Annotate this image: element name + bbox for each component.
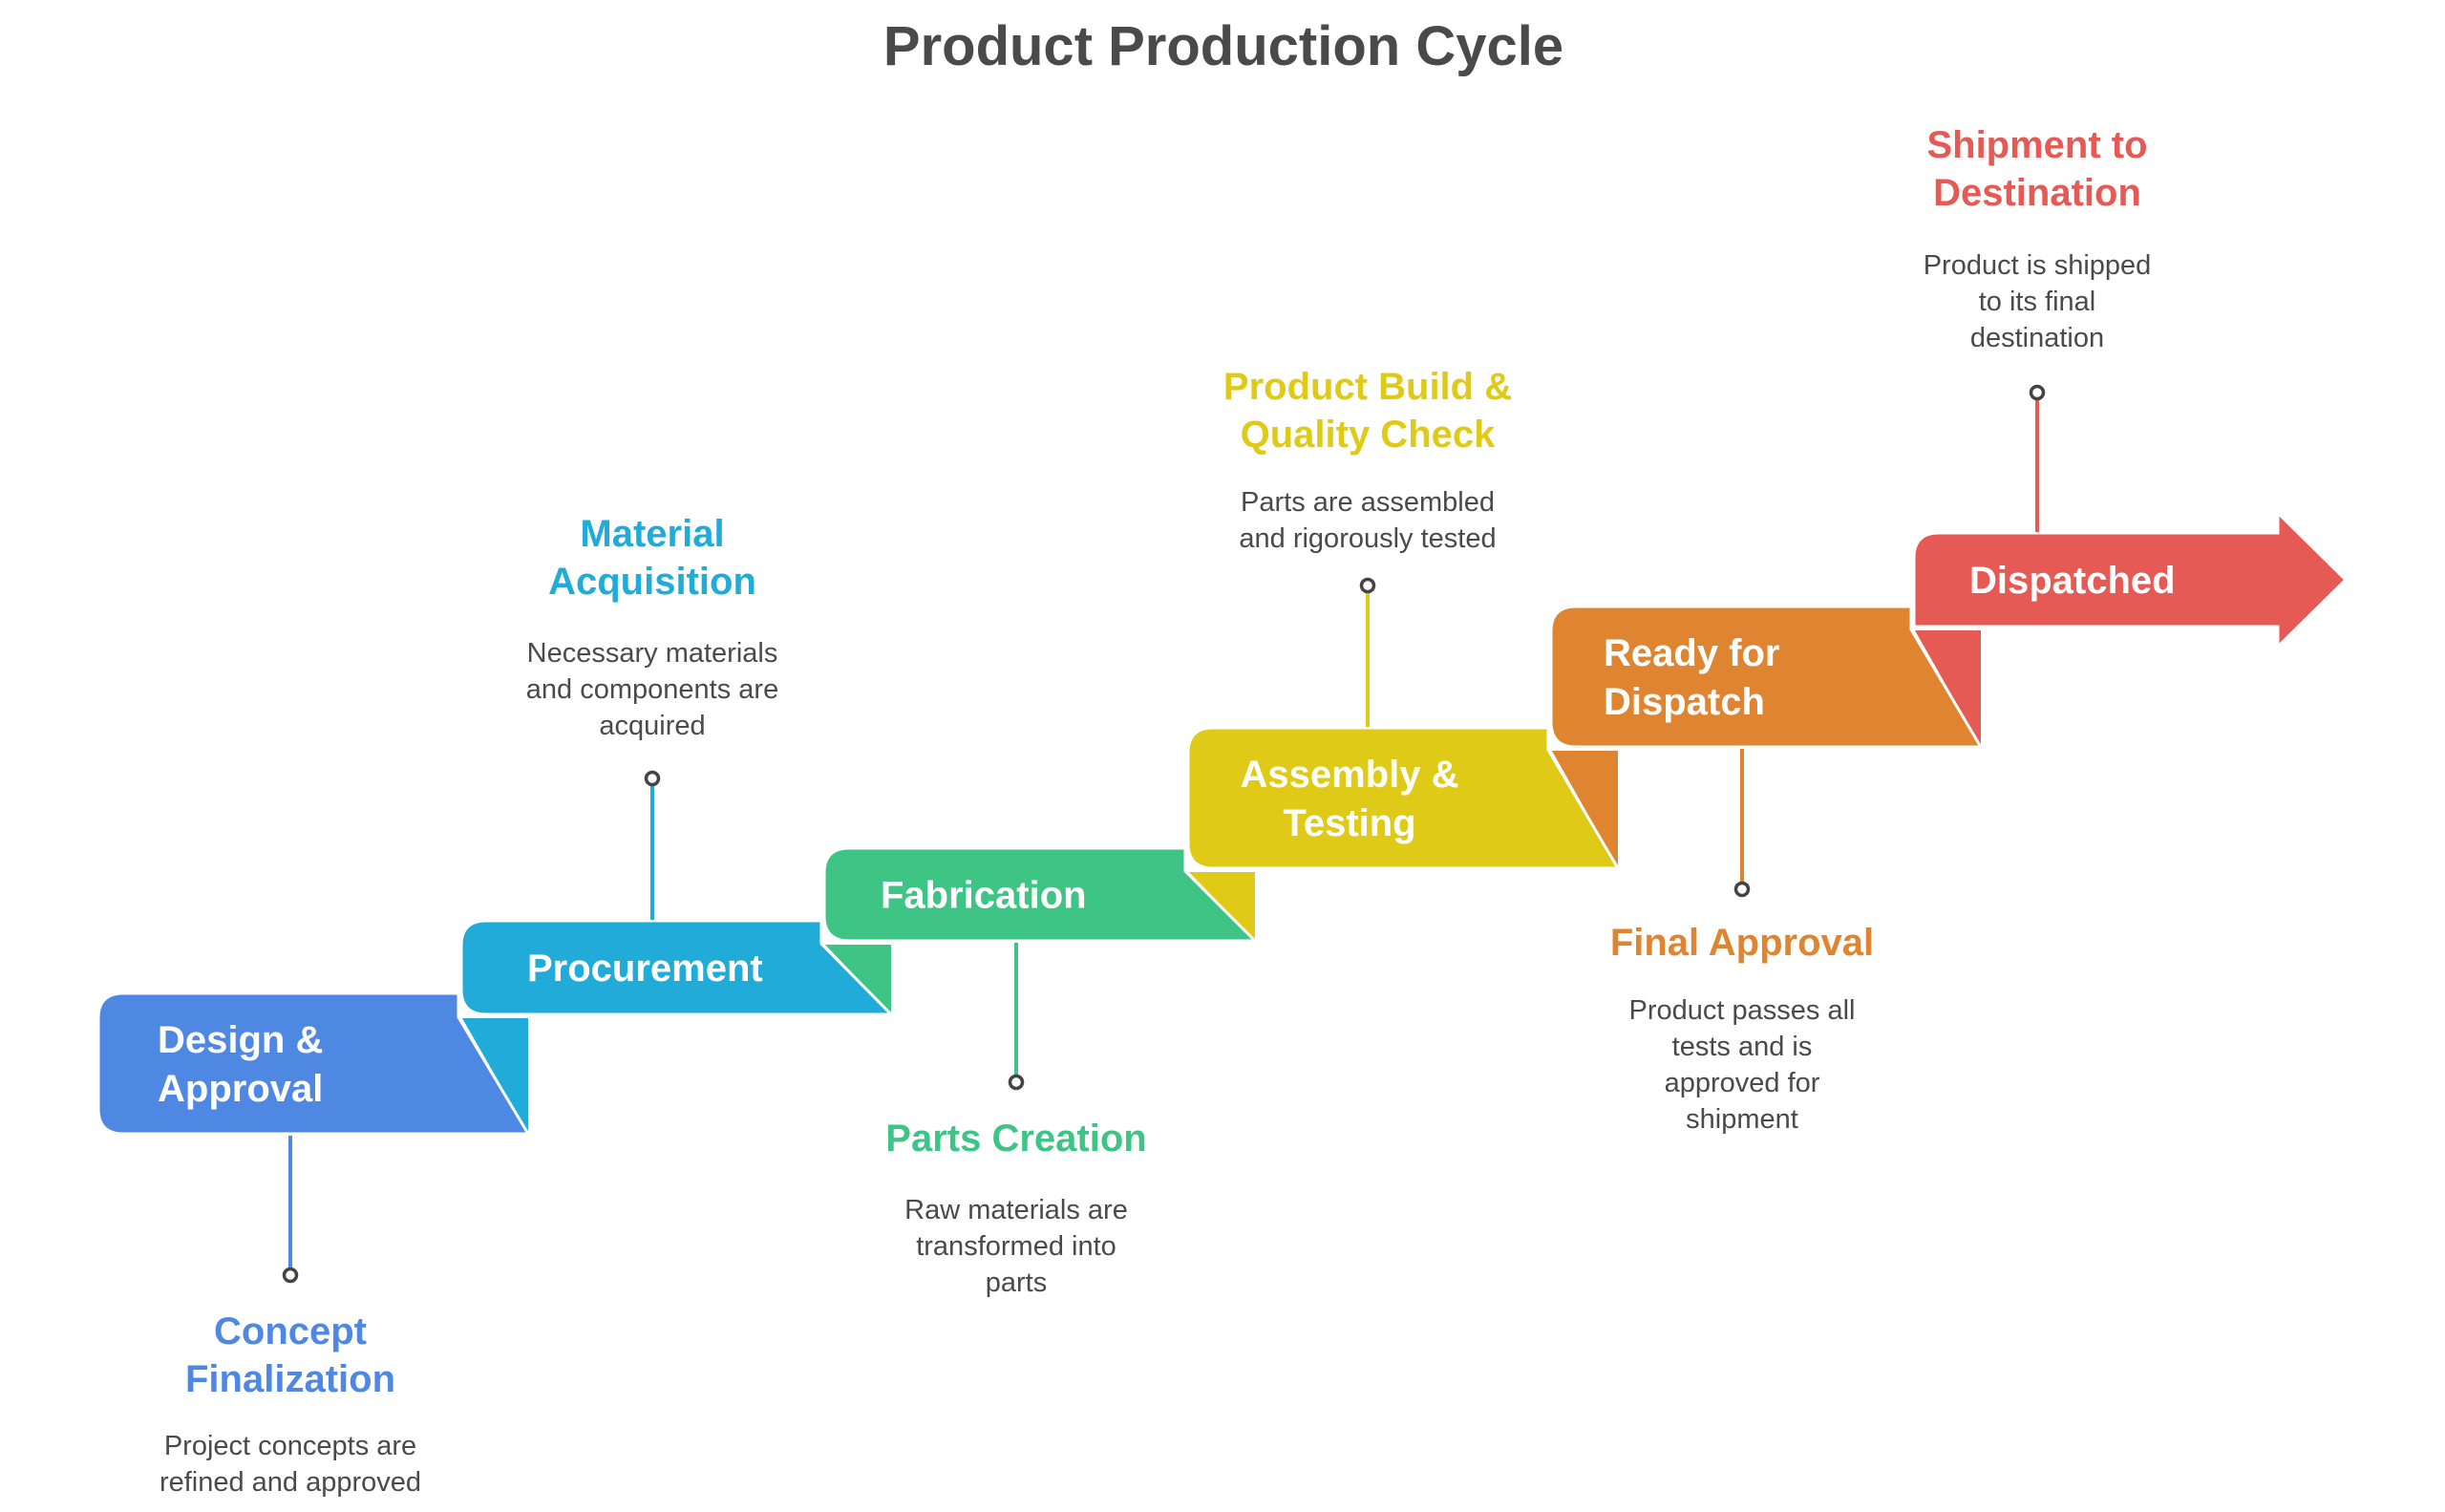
annotation-title-assembly-testing: Quality Check [1241, 414, 1497, 456]
annotation-description-ready-for-dispatch: tests and is [1672, 1032, 1813, 1062]
annotation-description-ready-for-dispatch: approved for [1665, 1068, 1820, 1098]
annotation-description-assembly-testing: Parts are assembled [1241, 487, 1495, 518]
step-label-fabrication: Fabrication [881, 875, 1087, 917]
connector-dot-procurement [644, 770, 661, 787]
annotation-description-design-approval: Project concepts are [164, 1431, 416, 1461]
annotation-description-dispatched: to its final [1979, 287, 2096, 317]
annotation-title-fabrication: Parts Creation [885, 1118, 1146, 1160]
step-label-assembly-testing: Assembly & [1241, 754, 1459, 796]
annotation-description-procurement: acquired [599, 711, 705, 741]
annotation-description-assembly-testing: and rigorously tested [1239, 523, 1496, 554]
annotation-description-dispatched: Product is shipped [1924, 250, 2152, 281]
annotation-description-design-approval: refined and approved [159, 1467, 421, 1498]
annotation-description-fabrication: transformed into [916, 1231, 1116, 1262]
step-box-assembly-testing [1186, 726, 1621, 870]
step-label-ready-for-dispatch: Ready for [1604, 632, 1780, 674]
annotation-title-assembly-testing: Product Build & [1223, 366, 1512, 408]
step-connectors [282, 384, 2046, 1284]
annotation-description-procurement: and components are [526, 674, 778, 705]
annotation-title-design-approval: Finalization [185, 1358, 395, 1400]
annotation-description-ready-for-dispatch: shipment [1686, 1104, 1798, 1135]
step-label-dispatched: Dispatched [1969, 560, 2176, 602]
annotation-title-dispatched: Shipment to [1926, 124, 2147, 166]
step-label-design-approval: Design & [158, 1019, 323, 1061]
step-box-dispatched [1912, 509, 2349, 650]
connector-dot-assembly-testing [1359, 577, 1376, 594]
step-boxes: Design & Approval Procurement Fabrication As… [96, 509, 2349, 1136]
step-box-procurement [459, 919, 895, 1016]
step-label-ready-for-dispatch: Dispatch [1604, 681, 1765, 723]
annotation-description-dispatched: destination [1970, 323, 2104, 353]
step-label-assembly-testing: Testing [1283, 802, 1415, 844]
step-box-design-approval [96, 991, 531, 1136]
annotation-title-dispatched: Destination [1933, 172, 2141, 214]
step-label-design-approval: Approval [158, 1068, 323, 1110]
annotation-description-fabrication: parts [986, 1267, 1047, 1298]
annotation-title-procurement: Acquisition [548, 561, 756, 603]
annotation-title-ready-for-dispatch: Final Approval [1610, 922, 1874, 964]
annotation-description-fabrication: Raw materials are [904, 1195, 1128, 1225]
connector-dot-dispatched [2029, 384, 2046, 401]
step-box-ready-for-dispatch [1549, 605, 1984, 749]
annotation-title-design-approval: Concept [214, 1310, 367, 1352]
step-label-procurement: Procurement [527, 948, 763, 990]
annotation-description-ready-for-dispatch: Product passes all [1629, 995, 1856, 1026]
step-box-fabrication [822, 846, 1259, 943]
annotation-description-procurement: Necessary materials [527, 638, 778, 669]
annotation-title-procurement: Material [580, 513, 724, 555]
connector-dot-ready-for-dispatch [1733, 881, 1751, 898]
connector-dot-fabrication [1008, 1074, 1025, 1091]
connector-dot-design-approval [282, 1267, 299, 1284]
diagram-title: Product Production Cycle [883, 15, 1563, 77]
